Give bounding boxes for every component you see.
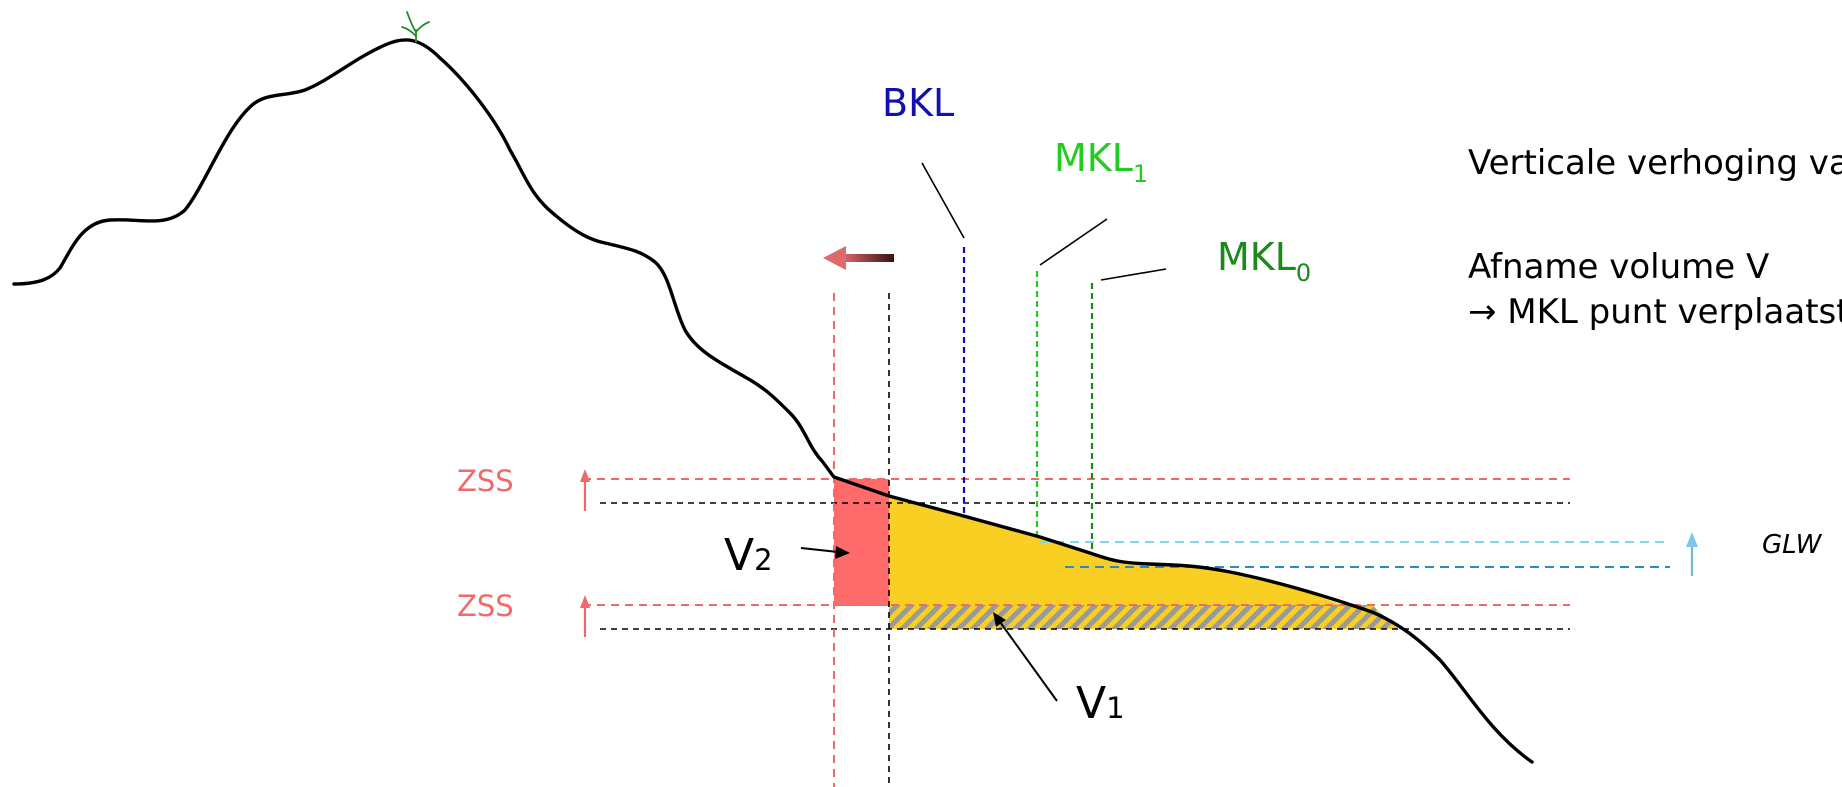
mkl0-label-main: MKL — [1217, 235, 1296, 279]
v2-label-sub: 2 — [754, 543, 772, 577]
mkl0-label-sub: 0 — [1296, 259, 1311, 287]
mkl1-label-sub: 1 — [1133, 160, 1148, 188]
zss-lower-up-arrow-icon — [580, 595, 590, 637]
v1-label-main: V — [1076, 678, 1106, 729]
annotation-line-1: Verticale verhoging van de zee — [1468, 143, 1842, 183]
annotation-line-2: Afname volume V — [1468, 247, 1769, 287]
mkl1-label-main: MKL — [1054, 136, 1133, 180]
mkl1-label: MKL1 — [1054, 136, 1148, 188]
bkl-leader — [921, 162, 965, 239]
landward-arrow-icon — [823, 246, 894, 270]
v2-label-main: V — [724, 530, 754, 581]
hatched-band — [889, 605, 1398, 629]
v1-label-sub: 1 — [1106, 691, 1124, 725]
glw-up-arrow-icon — [1686, 532, 1698, 576]
mkl1-leader — [1039, 218, 1108, 266]
mkl0-label: MKL0 — [1217, 235, 1311, 287]
glw-label: GLW — [1762, 530, 1823, 560]
zss-upper-up-arrow-icon — [580, 469, 590, 511]
v2-pointer-arrow-icon — [800, 546, 850, 559]
zss-upper-label: ZSS — [457, 464, 514, 498]
v1-area — [889, 496, 1368, 615]
v2-label: V2 — [724, 530, 773, 581]
bkl-label: BKL — [882, 81, 954, 125]
coastal-profile-line — [12, 38, 1534, 764]
v2-area — [834, 479, 889, 606]
mkl0-leader — [1100, 268, 1167, 281]
annotation-line-3: → MKL punt verplaatst landwaarts — [1468, 292, 1842, 332]
zss-lower-label: ZSS — [457, 589, 514, 623]
plant-icon — [401, 11, 430, 43]
v1-pointer-arrow-icon — [993, 612, 1058, 702]
v1-label: V1 — [1076, 678, 1125, 729]
